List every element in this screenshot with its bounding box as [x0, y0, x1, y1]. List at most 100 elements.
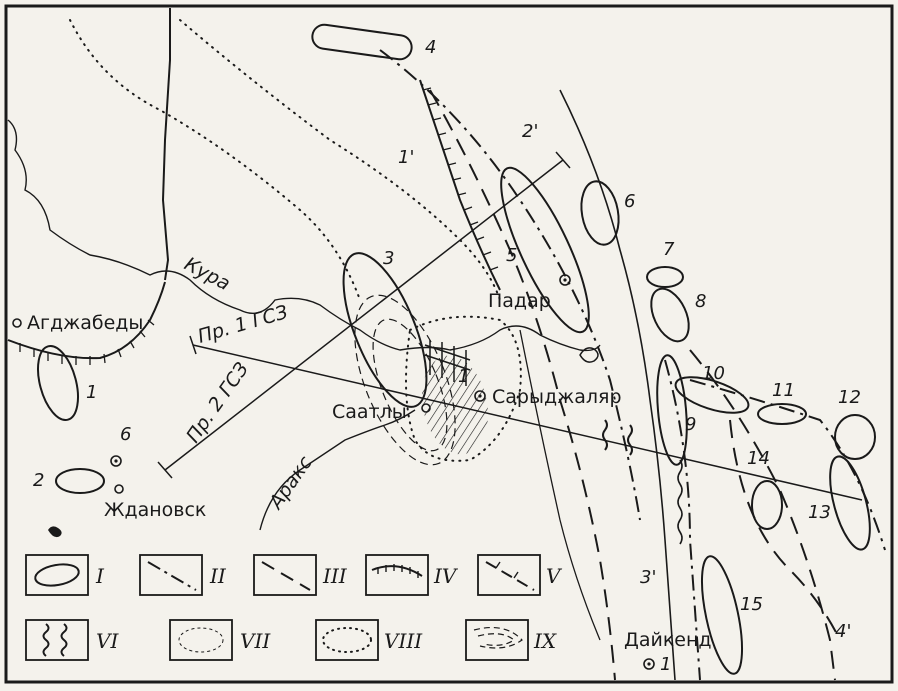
legend-item-I: I	[25, 554, 105, 596]
structure-14-ellipse	[751, 480, 783, 530]
western-flexure	[7, 281, 166, 360]
wavy-fault-3	[677, 459, 683, 545]
dotted-boundary-1	[69, 19, 361, 301]
legend-label-II: II	[209, 564, 227, 588]
dotted-contour-saatly	[405, 315, 522, 462]
town-label-padar: Падар	[488, 290, 551, 312]
structure-number-14: 14	[747, 448, 770, 469]
structure-number-13: 13	[808, 502, 831, 523]
well-marker-zhdanovsk	[110, 455, 122, 467]
structure-8-ellipse	[650, 287, 690, 343]
saatly-grid-block	[424, 340, 471, 386]
legend: I II III IV V VI	[25, 554, 563, 661]
map-frame	[4, 4, 894, 684]
structure-number-4: 4	[425, 37, 436, 58]
western-flexure-ticks	[19, 319, 155, 365]
well-number-daykend: 1	[660, 654, 671, 675]
well-number-sarydzhalyar: 1	[458, 366, 469, 387]
structure-5-ellipse	[500, 166, 590, 334]
structure-number-10: 10	[702, 363, 725, 384]
profile-1-label: Пр. 1 ГСЗ	[195, 301, 290, 348]
legend-label-III: III	[322, 564, 348, 588]
well-marker-daykend-dot	[647, 662, 651, 666]
structure-11-ellipse	[757, 403, 807, 425]
small-blob-symbol	[48, 526, 62, 538]
wavy-fault-2	[627, 424, 633, 456]
fault-label-4prime: 4'	[835, 621, 851, 642]
town-label-agdzhabedy: Агджабеды	[27, 312, 143, 334]
town-label-zhdanovsk: Ждановск	[104, 499, 206, 521]
well-marker-padar	[559, 274, 571, 286]
legend-label-VII: VII	[240, 629, 271, 653]
legend-item-IX: IX	[465, 619, 557, 661]
structure-13-ellipse	[829, 455, 871, 551]
town-label-daykend: Дайкенд	[624, 629, 712, 651]
legend-item-II: II	[139, 554, 227, 596]
legend-item-VI: VI	[25, 619, 119, 661]
well-marker-sarydzhalyar	[474, 390, 486, 402]
town-marker-saatly	[421, 403, 431, 413]
town-marker-agdzhabedy	[12, 318, 22, 328]
structure-number-15: 15	[740, 594, 763, 615]
structure-number-6: 6	[624, 191, 635, 212]
wavy-fault-1	[602, 419, 608, 451]
saatly-dashed-ellipse-2	[372, 318, 448, 452]
structure-4-ellipse	[311, 23, 413, 61]
flexure-east-ticks	[519, 329, 601, 641]
flexure-1prime-ticks	[422, 87, 499, 271]
fault-east-solid	[559, 89, 676, 681]
river-label-araks: Аракс	[264, 452, 317, 515]
well-marker-padar-dot	[563, 278, 567, 282]
town-marker-zhdanovsk	[114, 484, 124, 494]
structure-12-ellipse	[834, 414, 876, 460]
fault-label-3prime: 3'	[640, 567, 656, 588]
town-label-sarydzhalyar: Сарыджаляр	[492, 386, 622, 408]
well-number-zhdanovsk: 6	[120, 424, 131, 445]
structure-number-1: 1	[86, 382, 97, 403]
profile-2-end-tick-a	[157, 461, 173, 479]
river-label-kura: Кура	[181, 253, 234, 295]
profile-2-label: Пр. 2 ГСЗ	[182, 358, 253, 446]
fault-label-2prime: 2'	[522, 121, 538, 142]
profile-2-line	[164, 159, 564, 471]
fault-dashed-4prime	[689, 349, 836, 681]
legend-label-VIII: VIII	[384, 629, 423, 653]
legend-label-VI: VI	[96, 629, 119, 653]
fault-dashdot-2prime	[379, 49, 641, 521]
fault-dashed-5	[429, 89, 616, 681]
structure-number-7: 7	[663, 239, 675, 260]
western-boundary	[161, 8, 171, 281]
structure-15-ellipse	[700, 555, 744, 675]
well-marker-zhdanovsk-dot	[114, 459, 118, 463]
structure-number-5: 5	[506, 245, 517, 266]
structure-number-8: 8	[695, 291, 706, 312]
araks-river	[259, 409, 416, 531]
legend-label-IX: IX	[533, 629, 557, 653]
profile-2-end-tick-b	[555, 151, 571, 169]
structure-number-11: 11	[772, 380, 795, 401]
structure-number-12: 12	[838, 387, 861, 408]
legend-item-VIII: VIII	[315, 619, 423, 661]
legend-item-V: V	[477, 554, 563, 596]
legend-label-I: I	[95, 564, 105, 588]
fault-dashdot-11	[689, 379, 886, 551]
legend-item-III: III	[253, 554, 348, 596]
structure-7-ellipse	[646, 266, 684, 288]
structure-3-ellipse	[342, 252, 428, 408]
fault-label-1prime: 1'	[398, 147, 414, 168]
structure-6-ellipse	[580, 180, 620, 246]
legend-item-IV: IV	[365, 554, 459, 596]
legend-item-VII: VII	[169, 619, 271, 661]
profile-1-end-tick	[189, 335, 197, 355]
structure-1-ellipse	[37, 345, 79, 421]
structure-number-9: 9	[685, 414, 696, 435]
structure-2-ellipse	[55, 468, 105, 494]
structure-10-ellipse	[674, 376, 750, 414]
well-marker-daykend	[643, 658, 655, 670]
flexure-1prime	[419, 79, 501, 291]
padar-small-blob	[579, 347, 599, 363]
legend-label-V: V	[546, 564, 563, 588]
structure-number-3: 3	[383, 248, 394, 269]
structure-9-ellipse	[656, 354, 688, 466]
profile-1-line	[192, 344, 863, 501]
